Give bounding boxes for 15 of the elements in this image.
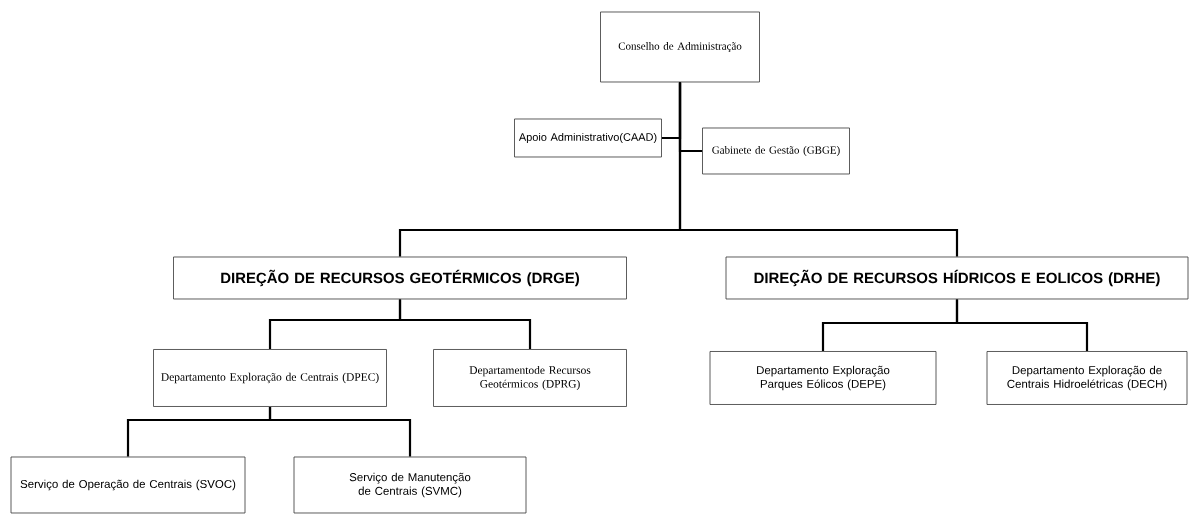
org-box: Apoio Administrativo(CAAD) — [514, 118, 662, 158]
connector-line — [955, 299, 1089, 352]
division-box: DIREÇÃO DE RECURSOS GEOTÉRMICOS (DRGE) — [173, 256, 627, 300]
org-box: Departamento Exploração de Centrais Hidroelétricas (DECH) — [986, 351, 1188, 405]
org-box: Serviço de Manutenção de Centrais (SVMC) — [293, 456, 527, 514]
org-box: Conselho de Administração — [600, 11, 760, 83]
org-box: Serviço de Operação de Centrais (SVOC) — [10, 456, 246, 514]
division-box: DIREÇÃO DE RECURSOS HÍDRICOS E EOLICOS (DRHE) — [725, 256, 1189, 300]
connector-line — [678, 82, 959, 257]
org-box: Departamento Exploração Parques Eólicos (DEPE) — [709, 351, 937, 405]
org-box: Gabinete de Gestão (GBGE) — [702, 127, 850, 175]
org-box: Departamentode Recursos Geotérmicos (DPRG) — [433, 349, 627, 407]
connector-line — [268, 406, 412, 457]
org-box: Departamento Exploração de Centrais (DPEC) — [153, 349, 387, 407]
connector-line — [398, 299, 532, 350]
